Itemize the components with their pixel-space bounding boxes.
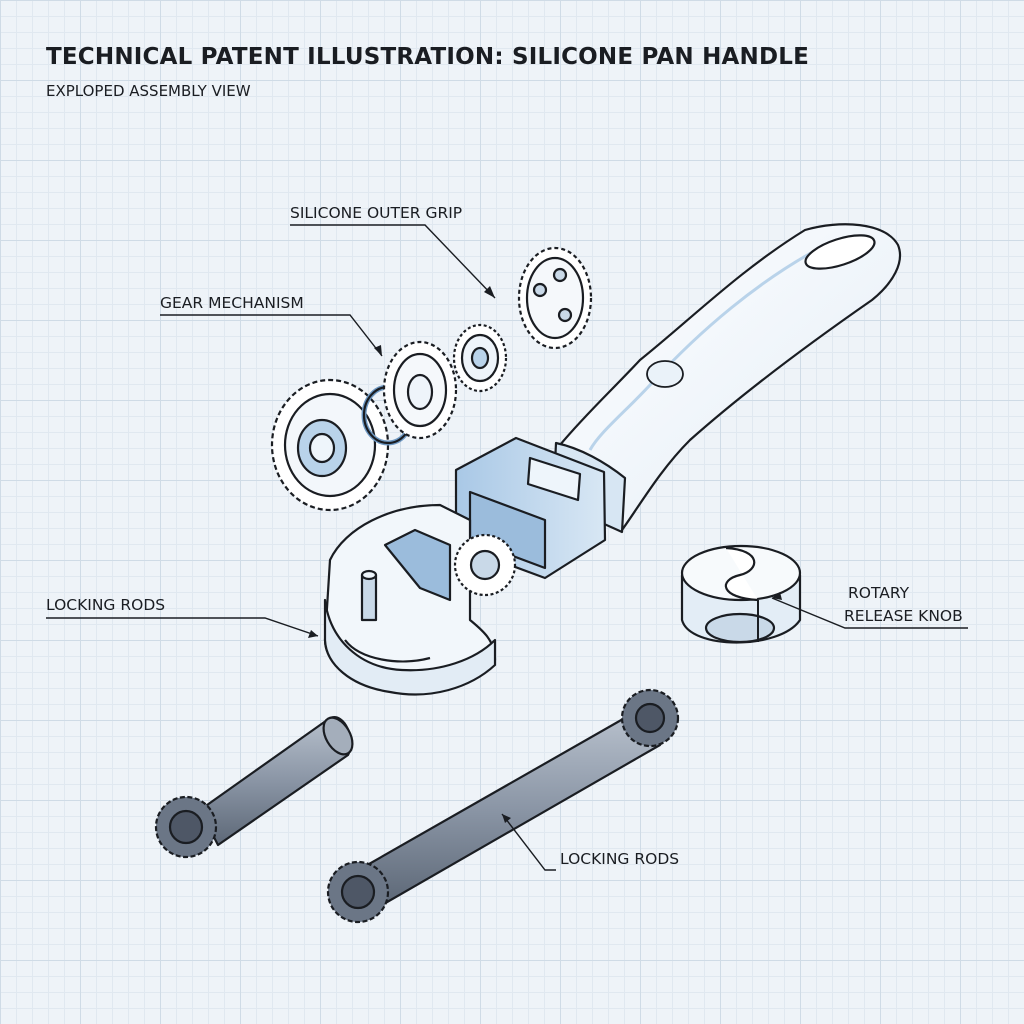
- mount-front-wall: [323, 598, 497, 696]
- mount-locking-rod-top: [360, 569, 378, 581]
- label-release-line1: ROTARY: [848, 584, 910, 602]
- leader-locking-rods-left: [46, 617, 319, 637]
- page-subtitle: EXPLOPED ASSEMBLY VIEW: [46, 82, 251, 100]
- rotary-release-knob: [680, 544, 802, 644]
- knob-top: [680, 544, 802, 602]
- gear-top-right: [517, 246, 593, 350]
- handle-body: [558, 223, 902, 532]
- page-title: TECHNICAL PATENT ILLUSTRATION: SILICONE …: [46, 44, 810, 70]
- leader-locking-rods-bottom: [501, 813, 556, 871]
- label-release-line2: RELEASE KNOB: [844, 607, 963, 625]
- label-outer-grip: SILICONE OUTER GRIP: [290, 204, 462, 222]
- handle-dimple: [646, 360, 684, 388]
- gear-center: [382, 340, 458, 440]
- leader-lines: [46, 224, 968, 871]
- mount-slot: [344, 639, 431, 663]
- rod-left-end: [322, 716, 354, 756]
- mount-locking-rod: [360, 573, 378, 622]
- rod-long-shaft: [360, 713, 662, 907]
- knob-s-slot: [724, 546, 759, 602]
- knob-base-ring: [704, 612, 776, 644]
- label-gear-mechanism: GEAR MECHANISM: [160, 294, 304, 312]
- label-locking-rods-left: LOCKING RODS: [46, 596, 165, 614]
- hanging-hole: [804, 234, 876, 270]
- gear-large-left: [270, 378, 390, 512]
- gear-small: [452, 323, 508, 393]
- base-mount: [323, 503, 517, 696]
- locking-rod-long: [326, 688, 680, 924]
- housing-window: [526, 456, 582, 502]
- leader-outer-grip: [290, 224, 496, 299]
- label-locking-rods-bottom: LOCKING RODS: [560, 850, 679, 868]
- leader-gear-mechanism: [160, 314, 383, 357]
- locking-rod-left: [154, 716, 354, 859]
- leader-arrowheads: [308, 286, 782, 823]
- leader-release-knob: [771, 597, 968, 629]
- mount-inner-blue: [383, 528, 452, 602]
